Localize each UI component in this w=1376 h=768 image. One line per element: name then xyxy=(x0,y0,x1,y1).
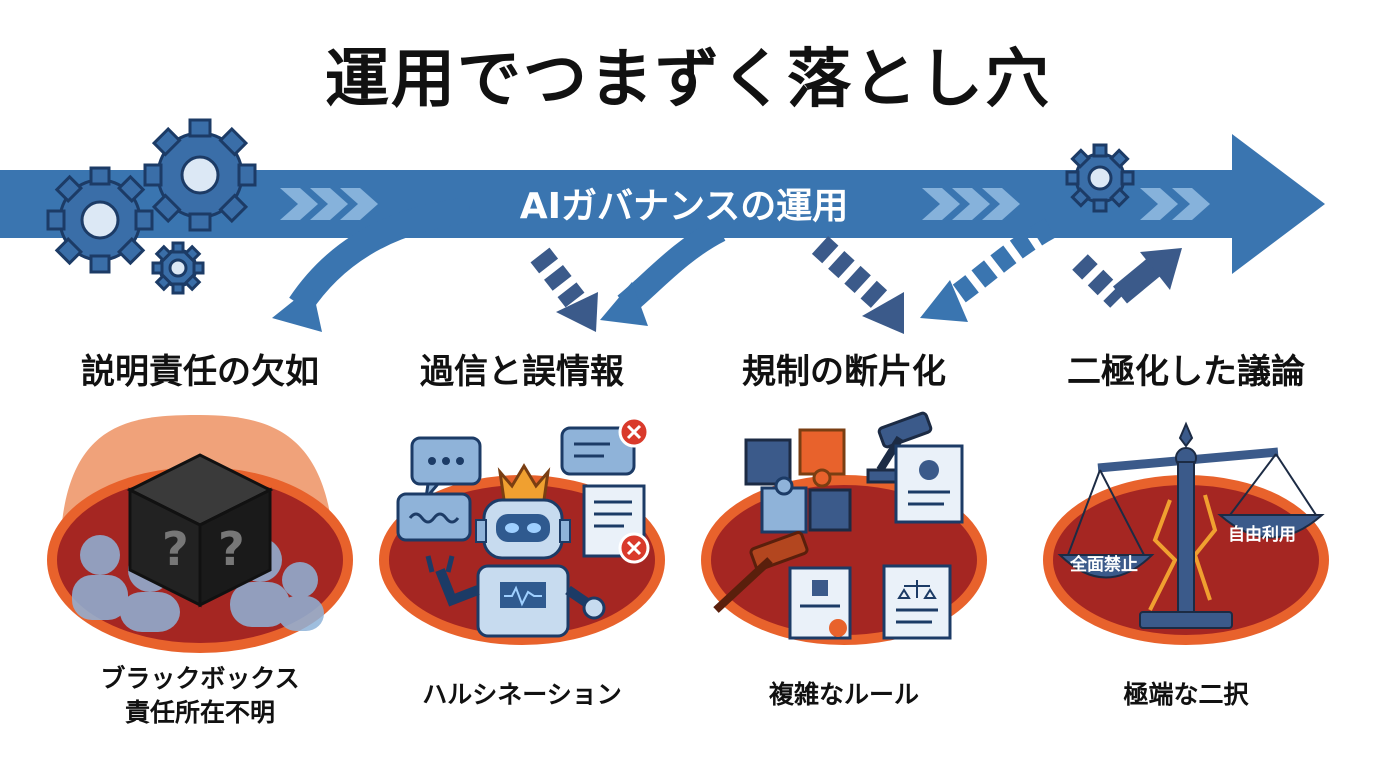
gear-icon xyxy=(143,118,257,232)
black-box-icon: ? ? xyxy=(126,453,274,608)
caption-line: ハルシネーション xyxy=(422,680,622,709)
balance-scale-icon: 全面禁止 自由利用 xyxy=(1057,421,1325,629)
pitfall-title-misinformation: 過信と誤情報 xyxy=(420,352,624,392)
document-icon xyxy=(582,484,650,564)
document-icon xyxy=(788,566,852,640)
pit-robot xyxy=(379,416,665,645)
caption-line: 責任所在不明 xyxy=(124,698,275,727)
gavel-icon xyxy=(713,531,809,613)
svg-text:?: ? xyxy=(218,522,245,576)
scale-label-right: 自由利用 xyxy=(1228,524,1296,545)
gear-icon xyxy=(151,241,205,295)
pitfall-title-polarization: 二極化した議論 xyxy=(1067,352,1305,392)
pitfall-caption-misinformation: ハルシネーション xyxy=(362,678,682,712)
page-title: 運用でつまずく落とし穴 xyxy=(325,43,1051,117)
pitfall-caption-polarization: 極端な二択 xyxy=(1026,678,1346,712)
caption-line: 極端な二択 xyxy=(1123,680,1249,709)
scale-label-left: 全面禁止 xyxy=(1069,554,1138,575)
document-icon xyxy=(894,444,964,524)
caption-line: 複雑なルール xyxy=(768,680,919,709)
pit-regulation xyxy=(701,411,987,645)
robot-icon xyxy=(425,463,606,638)
gear-icon xyxy=(46,166,154,274)
gear-icon xyxy=(1065,143,1135,213)
pit-black-box: ? ? xyxy=(47,415,353,653)
pitfall-caption-fragmentation: 複雑なルール xyxy=(684,678,1004,712)
document-icon xyxy=(882,564,952,640)
pitfall-caption-accountability: ブラックボックス 責任所在不明 xyxy=(40,662,360,730)
speech-bubble-icon xyxy=(560,416,650,476)
caption-line: ブラックボックス xyxy=(100,664,300,693)
pitfall-title-accountability: 説明責任の欠如 xyxy=(81,352,319,392)
pitfall-title-fragmentation: 規制の断片化 xyxy=(742,352,946,392)
band-label: AIガバナンスの運用 xyxy=(520,186,849,227)
svg-text:?: ? xyxy=(162,522,189,576)
governance-band-arrow: AIガバナンスの運用 xyxy=(0,134,1325,274)
branch-arrows xyxy=(272,197,1182,334)
speech-bubble-icon xyxy=(396,492,472,542)
pit-polarized: 全面禁止 自由利用 xyxy=(1043,421,1329,645)
puzzle-gavel-icon xyxy=(744,428,852,534)
